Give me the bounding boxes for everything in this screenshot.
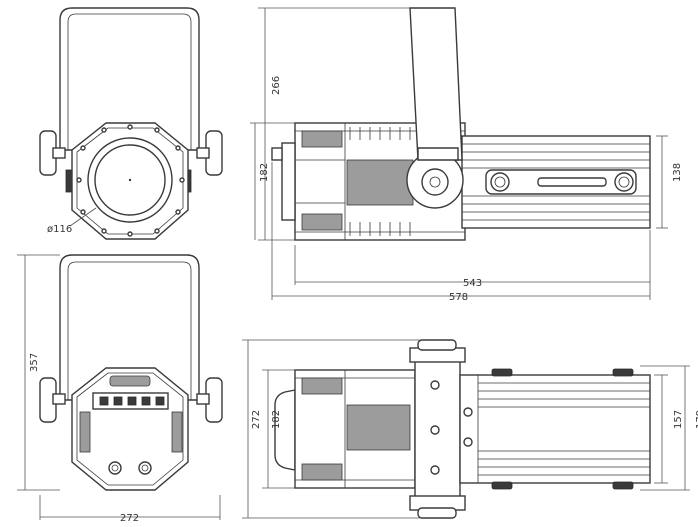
lens [94, 144, 166, 216]
top-heatsink [459, 374, 651, 484]
side-vent-top [301, 130, 343, 148]
top-knob-lower [417, 507, 457, 519]
side-vent-bottom [301, 213, 343, 231]
dim-side-height: 266 [271, 76, 282, 95]
top-knob-upper [417, 339, 457, 351]
side-lens-barrel [281, 142, 296, 221]
side-knob-left [490, 172, 510, 192]
dim-lens-dia: ø116 [47, 224, 72, 235]
dim-top-heatsink-width: 157 [673, 410, 684, 429]
dim-rear-width: 272 [120, 513, 139, 524]
rear-connector-left [108, 461, 122, 475]
front-yoke [59, 7, 200, 151]
rear-connector-right [138, 461, 152, 475]
side-yoke-arm [409, 7, 463, 161]
rear-view [17, 254, 223, 520]
dim-rear-height: 357 [29, 353, 40, 372]
dim-side-heatsink-height: 138 [672, 163, 683, 182]
dim-side-body-height: 182 [259, 163, 270, 182]
side-view [250, 7, 668, 300]
dim-top-total: 179 [695, 410, 698, 429]
front-view [39, 7, 223, 240]
dim-top-body-width: 182 [271, 410, 282, 429]
dim-side-length-total: 578 [449, 292, 468, 303]
dim-top-width-total: 272 [251, 410, 262, 429]
side-knob-right [614, 172, 634, 192]
lens-outer-ring [87, 137, 173, 223]
top-view [242, 339, 690, 519]
dim-side-length-inner: 543 [463, 278, 482, 289]
side-vent-center [346, 159, 414, 206]
